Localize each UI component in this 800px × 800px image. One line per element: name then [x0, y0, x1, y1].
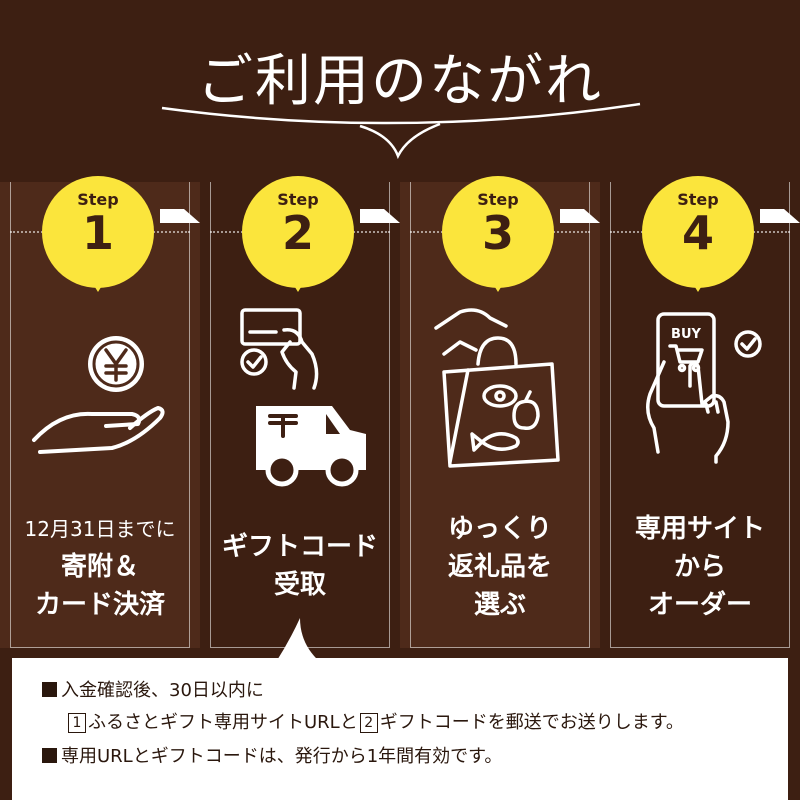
step-text-line: から	[673, 552, 726, 582]
info-line-1: 入金確認後、30日以内に	[42, 676, 264, 702]
step-text-line: ゆっくり	[447, 514, 552, 544]
step-frame	[410, 182, 590, 648]
bullet-square-icon	[42, 748, 57, 763]
step-2: Step 2 ギフトコード 受取	[200, 176, 400, 648]
step-1: Step 1 12月31日までに 寄附＆ カード決済	[0, 176, 200, 648]
step-badge: Step 1	[42, 176, 154, 292]
step-number: 3	[481, 206, 514, 260]
step-text-line: オーダー	[647, 590, 752, 620]
step-number: 1	[81, 206, 114, 260]
step-1-text: 12月31日までに 寄附＆ カード決済	[10, 510, 190, 624]
arrow-icon	[760, 209, 800, 223]
step-frame	[10, 182, 190, 648]
callout-tail	[276, 618, 320, 662]
step-text-small: 12月31日までに	[24, 517, 176, 541]
step-frame	[610, 182, 790, 648]
shopping-bag-icon	[420, 302, 580, 492]
number-box: 2	[359, 713, 378, 733]
step-3: Step 3 ゆっくり 返礼品を 選ぶ	[400, 176, 600, 648]
step-label: Step	[77, 190, 119, 209]
step-3-text: ゆっくり 返礼品を 選ぶ	[410, 510, 590, 624]
step-text-line: 寄附＆	[60, 552, 139, 582]
smartphone-buy-icon: BUY	[620, 302, 780, 492]
card-truck-icon	[220, 302, 380, 492]
step-number: 4	[681, 206, 714, 260]
step-text-line: 返礼品を	[447, 552, 552, 582]
bullet-square-icon	[42, 682, 57, 697]
step-4: Step 4 BUY 専用サイト から オーダー	[600, 176, 800, 648]
arrow-icon	[360, 209, 400, 223]
yen-hand-icon	[20, 302, 180, 492]
step-badge: Step 2	[242, 176, 354, 292]
steps-row: Step 1 12月31日までに 寄附＆ カード決済 Ste	[0, 176, 800, 648]
number-box: 1	[68, 713, 86, 733]
step-badge: Step 4	[642, 176, 754, 292]
step-number: 2	[281, 206, 314, 260]
arrow-icon	[160, 209, 200, 223]
header: ご利用のながれ	[0, 0, 800, 182]
page-title: ご利用のながれ	[197, 49, 603, 114]
step-text-line: ギフトコード	[221, 532, 378, 562]
step-label: Step	[277, 190, 319, 209]
step-text-line: カード決済	[34, 590, 165, 620]
step-text-line: 専用サイト	[634, 514, 765, 544]
step-label: Step	[677, 190, 719, 209]
speech-swoosh	[161, 102, 641, 160]
step-2-text: ギフトコード 受取	[210, 528, 390, 604]
arrow-icon	[560, 209, 600, 223]
step-badge: Step 3	[442, 176, 554, 292]
step-4-text: 専用サイト から オーダー	[610, 510, 790, 624]
step-label: Step	[477, 190, 519, 209]
buy-label: BUY	[671, 327, 701, 342]
step-text-line: 選ぶ	[473, 590, 526, 620]
step-text-line: 受取	[273, 570, 326, 600]
info-line-3: 専用URLとギフトコードは、発行から1年間有効です。	[42, 742, 502, 768]
